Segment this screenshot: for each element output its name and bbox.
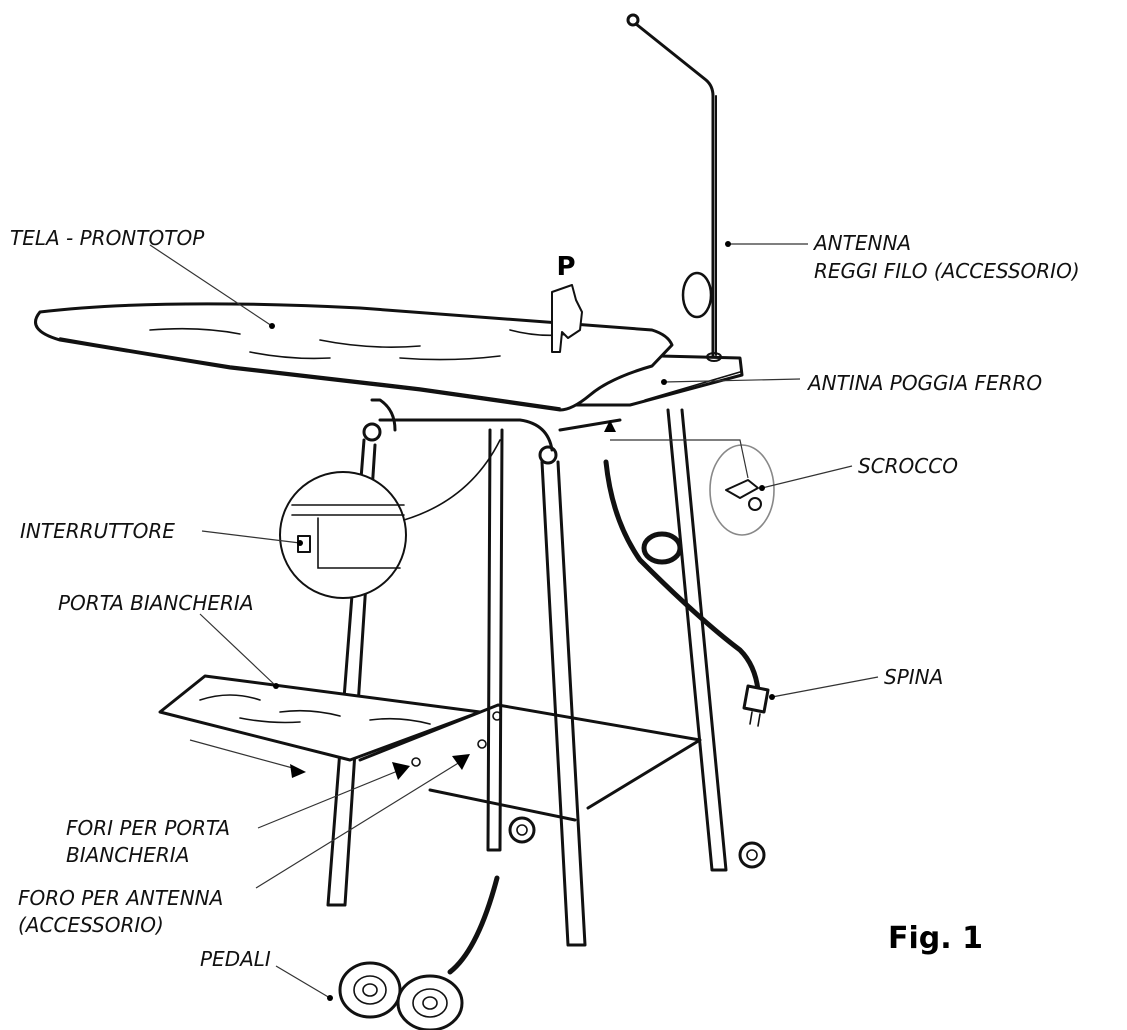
- pedal-right-icon: [396, 974, 464, 1030]
- leader-lines: [149, 241, 879, 1001]
- ironing-board-top: [34, 302, 674, 412]
- label-foro-accessorio: (ACCESSORIO): [18, 913, 164, 937]
- label-antina-poggia-ferro: ANTINA POGGIA FERRO: [806, 371, 1042, 395]
- wheels: [508, 816, 766, 869]
- figure-label: Fig. 1: [888, 921, 983, 956]
- latch-magnifier: [709, 444, 775, 536]
- label-antenna: ANTENNA: [812, 231, 911, 255]
- plug-icon: [742, 684, 770, 727]
- switch-magnifier: [279, 439, 501, 599]
- label-porta-biancheria: PORTA BIANCHERIA: [58, 591, 254, 615]
- pedals: [338, 875, 500, 1030]
- label-interruttore: INTERRUTTORE: [20, 519, 175, 543]
- label-spina: SPINA: [884, 665, 943, 689]
- label-pedali: PEDALI: [200, 947, 271, 971]
- power-cable: [603, 459, 761, 693]
- linen-shelf: [158, 674, 502, 767]
- pedal-left-icon: [338, 961, 402, 1019]
- label-tela-prontotop: TELA - PRONTOTOP: [10, 226, 205, 250]
- label-foro-per-antenna: FORO PER ANTENNA: [18, 886, 223, 910]
- antenna-rod: [626, 13, 722, 362]
- label-fori-biancheria: BIANCHERIA: [66, 843, 189, 867]
- press-marker: P: [556, 252, 575, 282]
- press-hand-icon: [551, 284, 583, 353]
- label-fori-per-porta: FORI PER PORTA: [66, 816, 230, 840]
- label-antenna-sub: REGGI FILO (ACCESSORIO): [814, 259, 1080, 283]
- frame: [326, 398, 728, 947]
- label-scrocco: SCROCCO: [858, 454, 958, 478]
